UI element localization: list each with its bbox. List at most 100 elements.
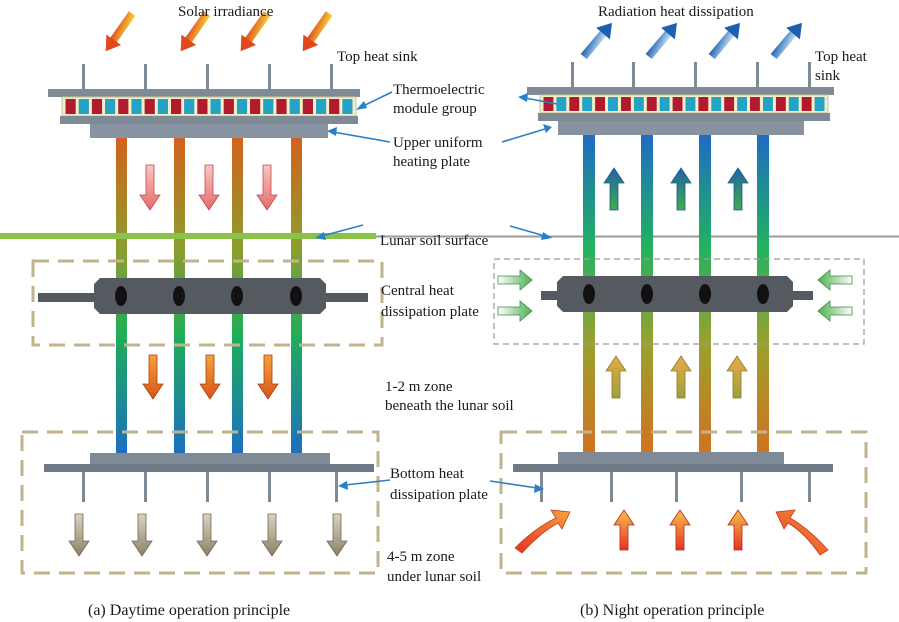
up-arrows-teal	[603, 167, 749, 211]
module-cell	[621, 97, 631, 111]
callout-arrow-icon	[327, 127, 391, 143]
deep-zone-box-b	[499, 430, 868, 575]
down-arrow-icon	[199, 354, 221, 400]
lunar-soil-label: Lunar soil surface	[380, 233, 489, 249]
top-heat-sink-label-b-1: Top heat	[815, 49, 868, 65]
side-arrows-left	[497, 269, 533, 322]
panel-a: Solar irradiance Top heat sink Thermoele…	[20, 4, 514, 619]
bottom-fins-a	[82, 472, 338, 502]
module-cell	[595, 97, 605, 111]
module-cell	[197, 99, 208, 114]
central-plate-label-2: dissipation plate	[381, 304, 479, 320]
sun-arrow-icon	[240, 11, 271, 52]
down-arrow-icon	[196, 513, 218, 557]
bottom-plate-top-b	[558, 452, 784, 464]
module-cell	[801, 97, 812, 111]
module-cell	[144, 99, 155, 114]
up-arrow-icon	[603, 167, 625, 211]
soil-line-green	[0, 233, 376, 239]
curved-arrows	[514, 509, 829, 556]
sun-arrow-icon	[302, 11, 333, 52]
module-cell	[711, 97, 722, 111]
callout-arrow-icon	[338, 479, 391, 490]
up-arrow-icon	[670, 355, 692, 399]
radiation-label: Radiation heat dissipation	[598, 4, 754, 20]
module-cell	[672, 97, 683, 111]
upper-plate-label-1: Upper uniform	[393, 135, 483, 151]
up-arrow-icon	[613, 509, 635, 551]
curved-arrow-icon	[514, 509, 571, 554]
module-cell	[608, 97, 618, 111]
down-arrows-tan	[68, 513, 348, 557]
module-cell	[633, 97, 644, 111]
up-arrows-hot	[613, 509, 749, 551]
solar-irradiance-label: Solar irradiance	[178, 4, 274, 20]
top-heat-sink-fins-b	[571, 62, 811, 88]
module-base-plate-b	[538, 113, 830, 121]
module-cell	[302, 99, 313, 114]
module-cell	[276, 99, 287, 114]
central-zone-box-a	[31, 259, 384, 347]
up-arrow-icon	[727, 167, 749, 211]
module-cell	[342, 99, 353, 114]
up-arrow-icon	[727, 509, 749, 551]
zone12-label-2: beneath the lunar soil	[385, 398, 514, 414]
module-cell	[131, 99, 142, 114]
module-cell	[698, 97, 709, 111]
module-cell	[210, 99, 221, 114]
down-arrow-icon	[68, 513, 90, 557]
radiation-arrow-icon	[770, 22, 802, 60]
module-cell	[685, 97, 696, 111]
right-arrow-icon	[497, 269, 533, 291]
zone12-label-1: 1-2 m zone	[385, 379, 453, 395]
top-heat-sink-label-a: Top heat sink	[337, 49, 418, 65]
caption-a: (a) Daytime operation principle	[88, 602, 290, 619]
module-cells-a	[65, 99, 353, 114]
callout-arrows	[315, 91, 558, 493]
module-cell	[118, 99, 129, 114]
down-arrow-icon	[261, 513, 283, 557]
right-arrow-icon	[497, 300, 533, 322]
solar-arrows	[105, 11, 333, 52]
module-cells-b	[543, 97, 825, 111]
down-arrow-icon	[198, 164, 220, 211]
down-arrow-icon	[142, 354, 164, 400]
down-arrows-orange	[142, 354, 279, 400]
up-arrow-icon	[726, 355, 748, 399]
bottom-plate-a	[44, 464, 374, 472]
module-cell	[329, 99, 340, 114]
module-cell	[763, 97, 773, 111]
curved-arrow-icon	[775, 509, 829, 556]
callout-arrow-icon	[315, 224, 364, 240]
module-cell	[289, 99, 300, 114]
sun-arrow-icon	[180, 11, 211, 52]
soil-line-gray	[376, 235, 899, 238]
module-cell	[737, 97, 747, 111]
upper-uniform-plate-a	[90, 124, 328, 138]
module-cell	[750, 97, 760, 111]
bottom-plate-label-1: Bottom heat	[390, 466, 465, 482]
up-arrow-icon	[670, 167, 692, 211]
module-cell	[105, 99, 116, 114]
module-cell	[157, 99, 168, 114]
module-cell	[556, 97, 567, 111]
down-arrows-pink	[139, 164, 278, 211]
upper-uniform-plate-b	[558, 121, 804, 135]
radiation-arrow-icon	[708, 22, 740, 60]
callout-arrow-icon	[501, 124, 552, 143]
module-cell	[724, 97, 735, 111]
module-cell	[223, 99, 234, 114]
top-heat-sink-label-b-2: sink	[815, 68, 841, 84]
left-arrow-icon	[817, 269, 853, 291]
top-heat-sink-fins-a	[82, 64, 333, 90]
down-arrow-icon	[326, 513, 348, 557]
module-cell	[316, 99, 327, 114]
module-cell	[543, 97, 554, 111]
up-arrow-icon	[605, 355, 627, 399]
radiation-arrows	[580, 22, 802, 60]
lunar-soil-surface: Lunar soil surface	[0, 233, 899, 249]
module-cell	[250, 99, 261, 114]
module-cell	[171, 99, 182, 114]
deep-zone-box-a	[20, 430, 380, 575]
